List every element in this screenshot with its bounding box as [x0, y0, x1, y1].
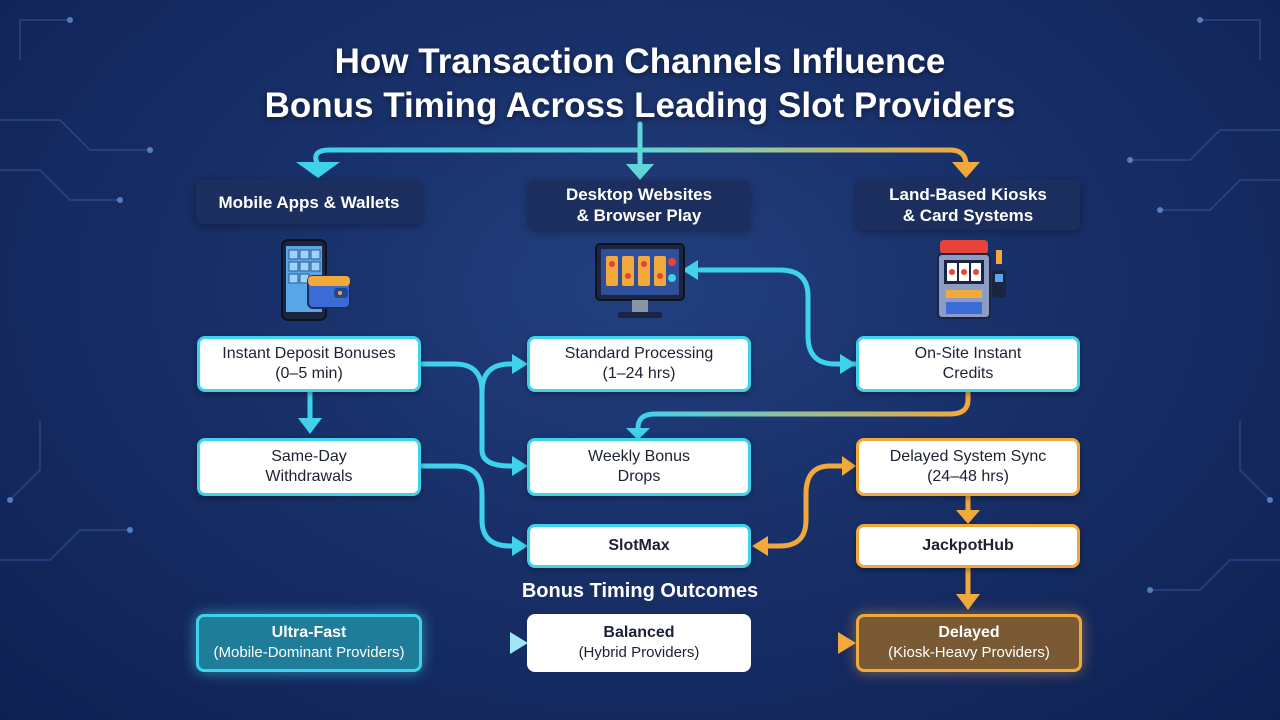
outcome-subtitle: (Hybrid Providers): [578, 644, 700, 661]
arrowhead-onsite: [840, 354, 856, 374]
outcome-title: Delayed: [938, 624, 1000, 641]
arrow-onsite-to-weekly: [635, 389, 971, 439]
node-delayed-system-sync: Delayed System Sync (24–48 hrs): [856, 438, 1080, 496]
outcome-balanced: Balanced (Hybrid Providers): [527, 614, 751, 672]
arrowhead-desktop: [682, 260, 698, 280]
arrow-branch-standard: [479, 361, 518, 395]
outcome-title: Ultra-Fast: [271, 624, 347, 641]
node-instant-deposit-bonuses: Instant Deposit Bonuses (0–5 min): [197, 336, 421, 392]
node-slotmax: SlotMax: [527, 524, 751, 568]
node-same-day-withdrawals: Same-Day Withdrawals: [197, 438, 421, 496]
desktop-monitor-icon: [595, 243, 685, 318]
channel-header-desktop: Desktop Websites & Browser Play: [528, 180, 750, 230]
arrowhead-center: [626, 164, 654, 180]
outcome-subtitle: (Kiosk-Heavy Providers): [888, 644, 1050, 661]
slot-kiosk-icon: [937, 240, 1006, 319]
outcome-ultra-fast: Ultra-Fast (Mobile-Dominant Providers): [196, 614, 422, 672]
outcome-delayed: Delayed (Kiosk-Heavy Providers): [856, 614, 1082, 672]
node-onsite-instant-credits: On-Site Instant Credits: [856, 336, 1080, 392]
node-standard-processing: Standard Processing (1–24 hrs): [527, 336, 751, 392]
title-line-2: Bonus Timing Across Leading Slot Provide…: [264, 86, 1016, 125]
arrowhead-weekly: [512, 456, 528, 476]
node-weekly-bonus-drops: Weekly Bonus Drops: [527, 438, 751, 496]
outcomes-label: Bonus Timing Outcomes: [521, 580, 759, 602]
arrowhead-weekly-top: [626, 428, 650, 440]
page-title: How Transaction Channels Influence Bonus…: [0, 40, 1280, 128]
arrowhead-delayed-outcome-side: [838, 632, 856, 654]
arrowhead-delayed-outcome: [956, 594, 980, 610]
channel-header-mobile: Mobile Apps & Wallets: [196, 180, 422, 224]
channel-header-kiosk: Land-Based Kiosks & Card Systems: [856, 180, 1080, 230]
outcome-title: Balanced: [603, 624, 675, 641]
arrowhead-standard: [512, 354, 528, 374]
arrowhead-slotmax: [512, 536, 528, 556]
arrowhead-delayed: [842, 456, 856, 476]
node-jackpothub: JackpotHub: [856, 524, 1080, 568]
arrowhead-right: [952, 162, 980, 178]
arrowhead-balanced: [510, 632, 528, 654]
arrowhead-slotmax-right: [752, 536, 768, 556]
arrowhead-left: [296, 162, 340, 178]
arrowhead-jackpot: [956, 510, 980, 524]
outcome-subtitle: (Mobile-Dominant Providers): [213, 644, 405, 661]
arrow-sameday-to-slotmax: [417, 463, 518, 549]
arrow-instant-to-standard: [417, 361, 518, 469]
arrowhead-sameday: [298, 418, 322, 434]
phone-wallet-icon: [281, 239, 351, 321]
title-line-1: How Transaction Channels Influence: [334, 42, 946, 81]
arrow-delayed-to-slotmax: [762, 463, 848, 549]
arrow-onsite-to-desktop: [697, 267, 859, 367]
